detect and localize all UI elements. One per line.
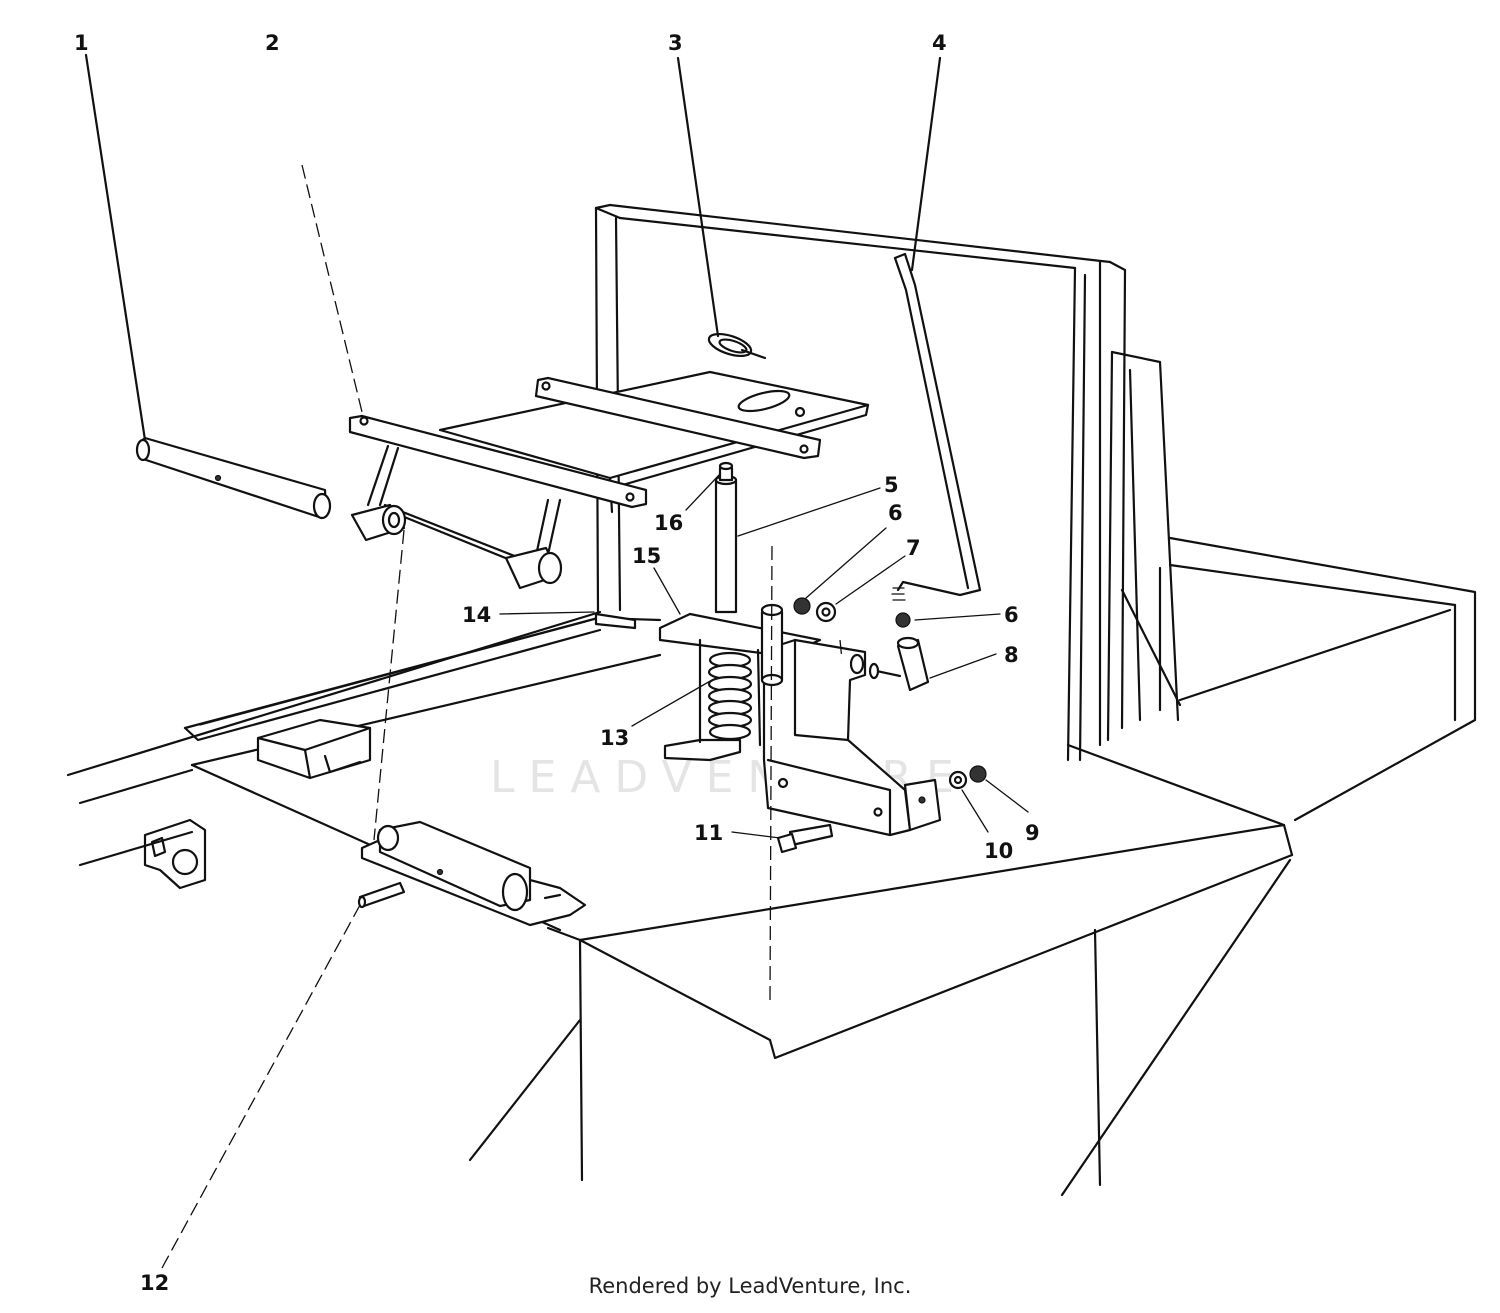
callout-6-lower: 6 xyxy=(1004,603,1019,627)
seat-plate xyxy=(348,370,870,514)
callout-3: 3 xyxy=(668,31,683,55)
callout-14: 14 xyxy=(462,603,491,627)
callout-4: 4 xyxy=(932,31,947,55)
leader-lines xyxy=(84,53,1029,1269)
callout-7: 7 xyxy=(906,536,921,560)
frame-body xyxy=(66,350,1477,1197)
callout-1: 1 xyxy=(74,31,89,55)
callout-9: 9 xyxy=(1025,821,1040,845)
callout-16: 16 xyxy=(654,511,683,535)
callout-12: 12 xyxy=(140,1271,169,1295)
hinge-arm xyxy=(350,444,563,590)
callout-11: 11 xyxy=(694,821,723,845)
callout-2: 2 xyxy=(265,31,280,55)
callout-13: 13 xyxy=(600,726,629,750)
callout-6-upper: 6 xyxy=(888,501,903,525)
hardware xyxy=(357,332,987,927)
hinge-rod xyxy=(135,436,332,520)
callout-15: 15 xyxy=(632,544,661,568)
callout-5: 5 xyxy=(884,473,899,497)
callout-8: 8 xyxy=(1004,643,1019,667)
callout-10: 10 xyxy=(984,839,1013,863)
spring-bracket xyxy=(658,612,942,837)
seat-back-panel xyxy=(594,203,1127,762)
callouts: 1 2 3 4 5 6 6 7 8 9 10 11 12 13 14 15 16 xyxy=(74,31,1040,1295)
adjustment-rod xyxy=(891,252,982,601)
credit-line: Rendered by LeadVenture, Inc. xyxy=(588,1274,912,1298)
shock-tube xyxy=(714,461,784,687)
coil-spring xyxy=(707,651,753,741)
